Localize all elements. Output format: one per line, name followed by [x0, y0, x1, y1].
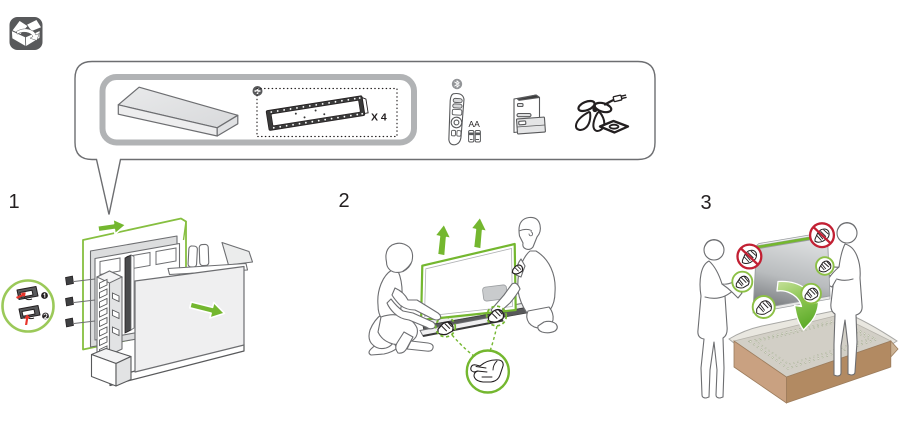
- svg-text:3: 3: [701, 192, 712, 214]
- svg-text:X 4: X 4: [371, 112, 387, 124]
- svg-text:AA: AA: [469, 119, 481, 129]
- svg-text:1: 1: [9, 191, 20, 213]
- svg-text:2: 2: [339, 190, 350, 212]
